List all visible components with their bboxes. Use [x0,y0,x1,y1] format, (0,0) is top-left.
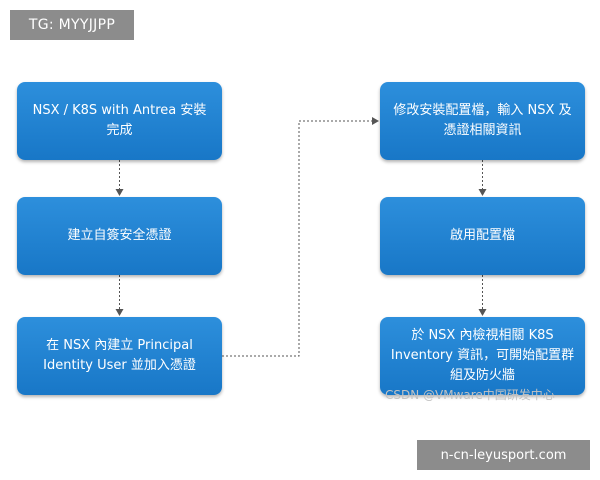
step-box-edit-config: 修改安裝配置檔，輸入 NSX 及憑證相關資訊 [380,82,585,160]
step-box-principal-identity-user: 在 NSX 內建立 Principal Identity User 並加入憑證 [17,317,222,395]
step-label-3: 在 NSX 內建立 Principal Identity User 並加入憑證 [43,338,196,373]
step-box-view-inventory: 於 NSX 內檢視相關 K8S Inventory 資訊，可開始配置群組及防火牆 [380,317,585,395]
step-label-4: 修改安裝配置檔，輸入 NSX 及憑證相關資訊 [393,103,572,138]
csdn-watermark: CSDN @VMware中国研发中心 [385,388,555,402]
site-url-label: n-cn-leyusport.com [417,440,590,470]
step-label-2: 建立自簽安全憑證 [67,228,172,243]
step-label-6: 於 NSX 內檢視相關 K8S Inventory 資訊，可開始配置群組及防火牆 [390,328,575,383]
step-box-enable-config: 啟用配置檔 [380,197,585,275]
connector-3-4 [222,117,379,357]
tg-tag-label: TG: MYYJJPP [10,10,134,40]
step-box-antrea-installed: NSX / K8S with Antrea 安裝完成 [17,82,222,160]
step-label-1: NSX / K8S with Antrea 安裝完成 [32,103,207,138]
step-box-create-certificate: 建立自簽安全憑證 [17,197,222,275]
step-label-5: 啟用配置檔 [449,228,515,243]
